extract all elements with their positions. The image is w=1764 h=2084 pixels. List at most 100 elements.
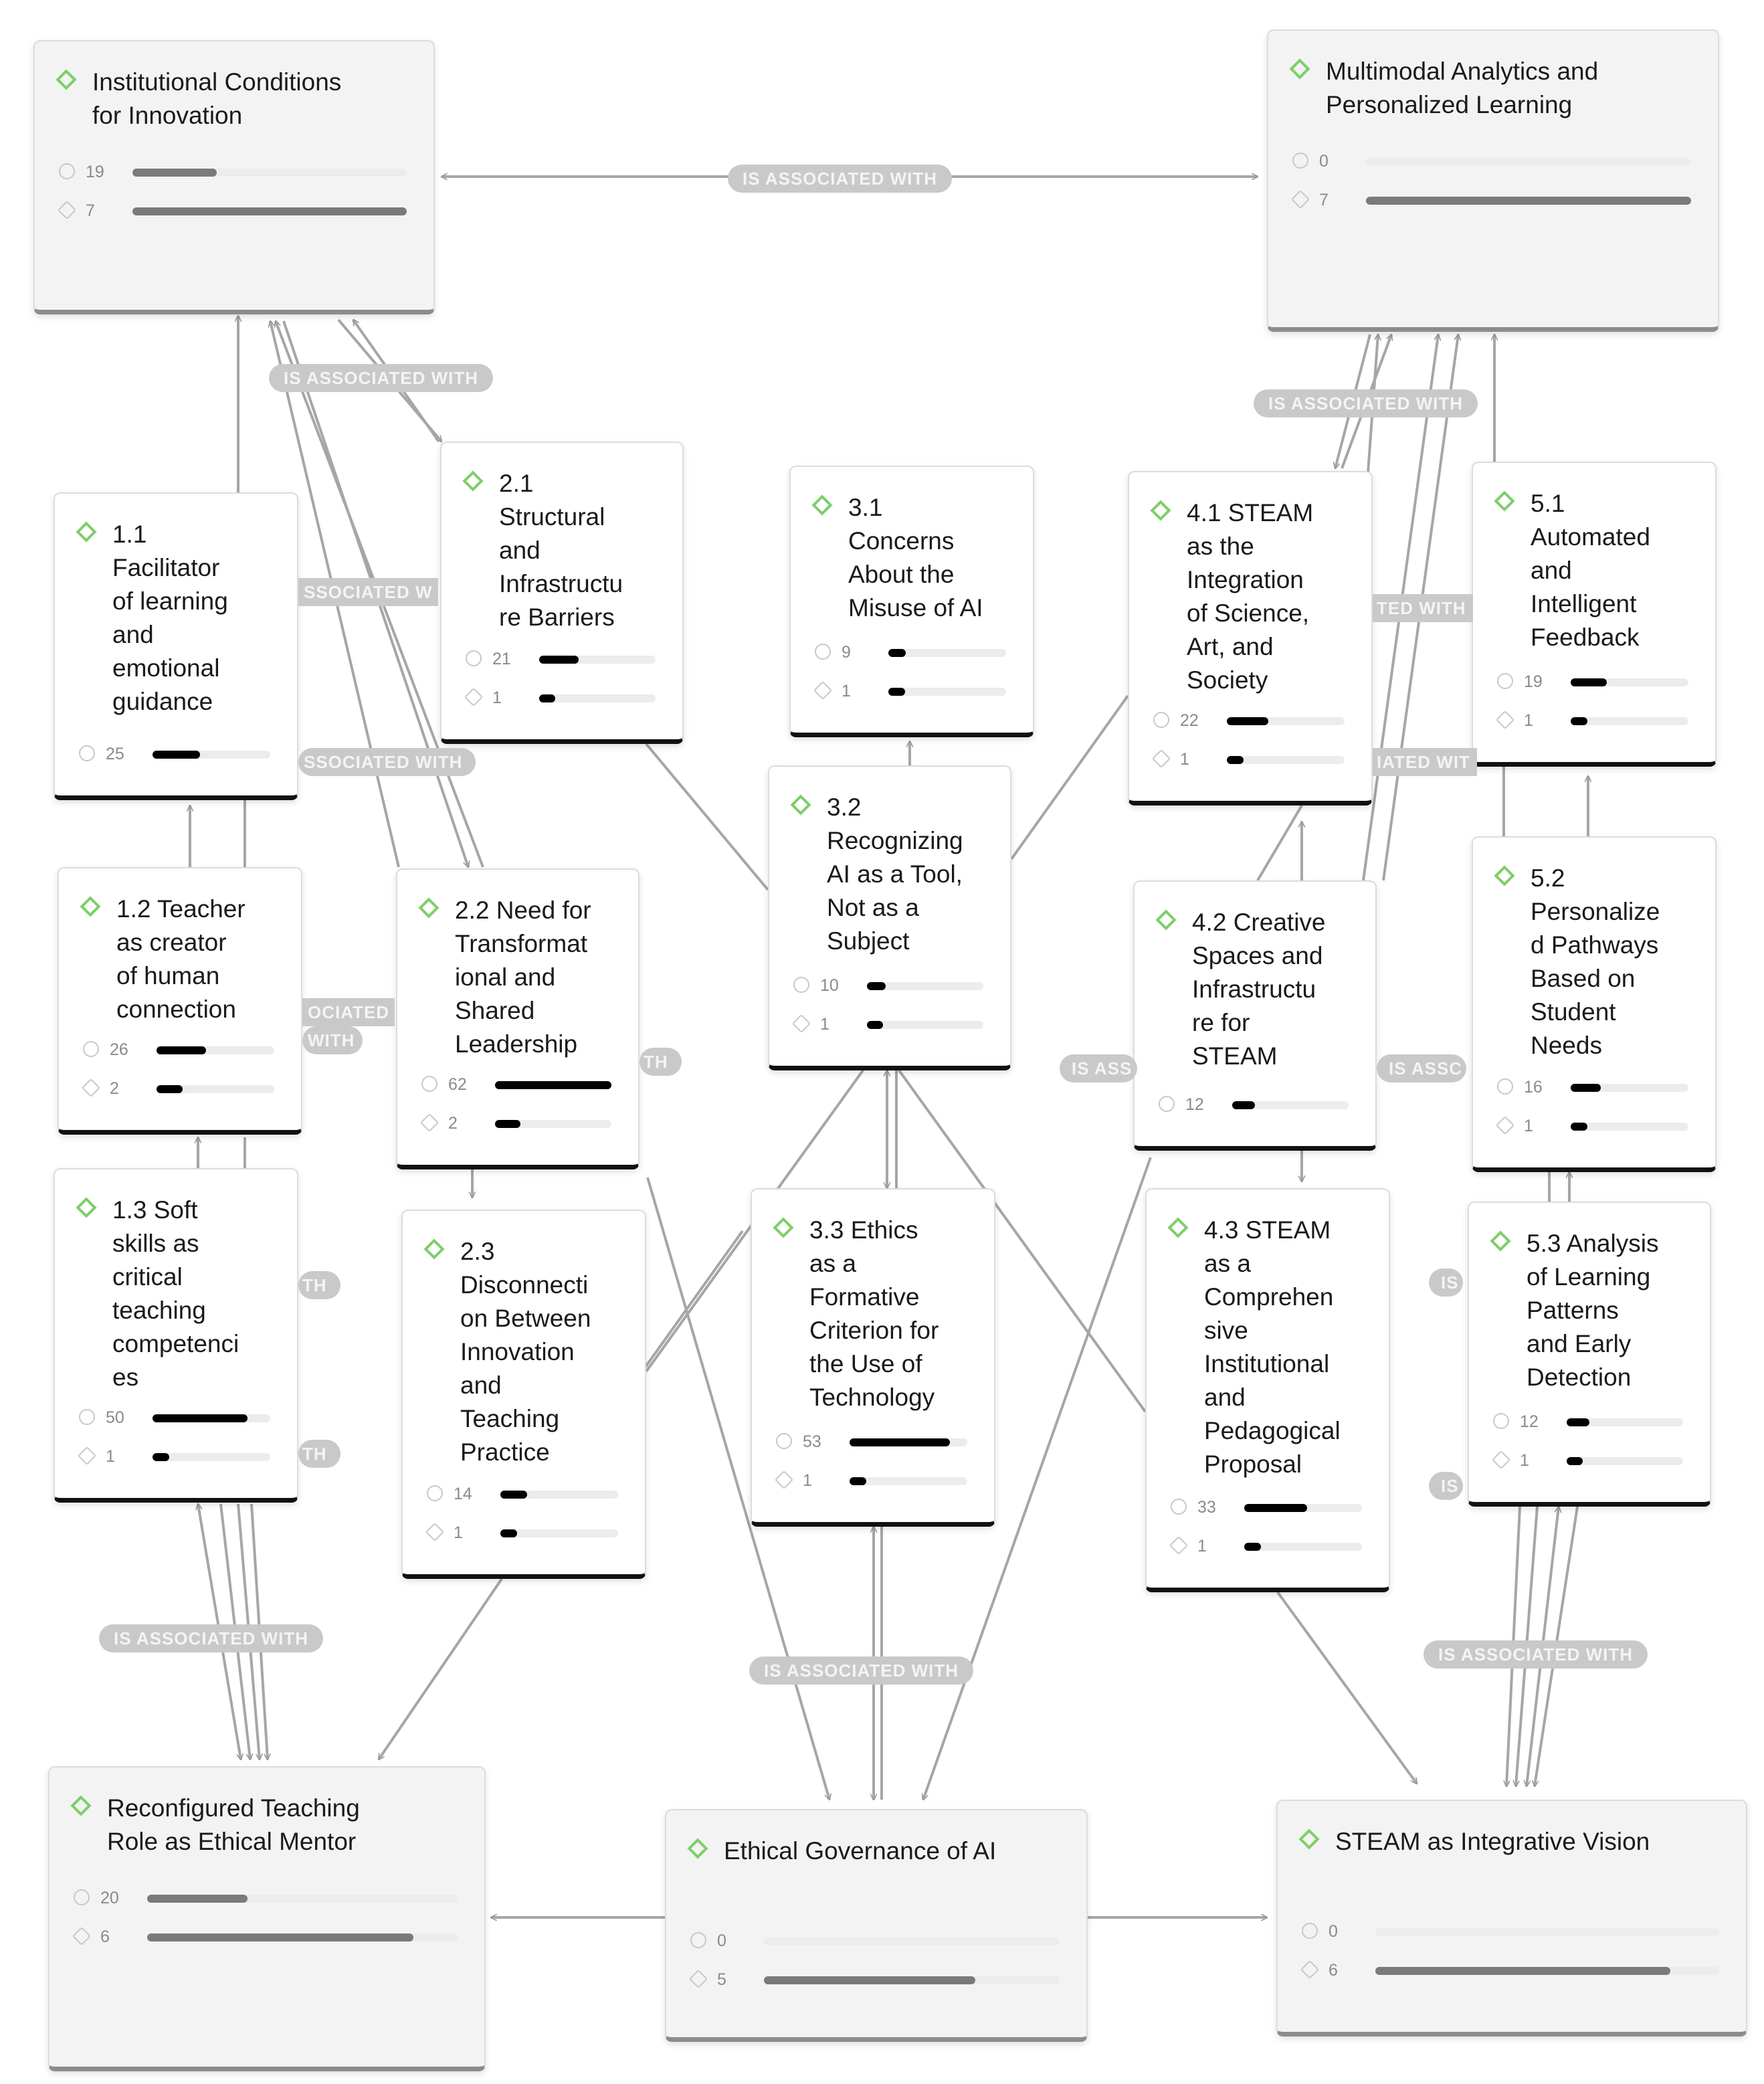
node-code[interactable]: 5.3 Analysis of Learning Patterns and Ea… — [1468, 1202, 1711, 1507]
node-title: 2.2 Need for Transformat ional and Share… — [455, 896, 591, 1058]
code-icon — [790, 794, 811, 816]
node-theme[interactable]: Multimodal Analytics and Personalized Le… — [1267, 29, 1719, 332]
node-code[interactable]: 3.3 Ethics as a Formative Criterion for … — [751, 1188, 995, 1527]
node-code[interactable]: 5.2 Personalize d Pathways Based on Stud… — [1472, 836, 1717, 1172]
density-row: 6 — [1300, 1960, 1719, 1980]
code-icon — [1494, 490, 1515, 512]
code-icon — [76, 1197, 97, 1218]
edge-label[interactable]: IS — [1429, 1268, 1463, 1297]
density-row: 2 — [419, 1113, 611, 1133]
code-group-icon — [56, 69, 77, 90]
groundedness-value: 20 — [100, 1889, 119, 1907]
density-bar-fill — [147, 1933, 413, 1941]
density-bar-fill — [153, 1453, 169, 1461]
density-bar-fill — [1571, 717, 1587, 725]
density-row: 1 — [1169, 1535, 1362, 1556]
groundedness-bar-track — [1244, 1504, 1362, 1512]
groundedness-bar-track — [539, 656, 656, 664]
node-code[interactable]: 2.1 Structural and Infrastructu re Barri… — [440, 442, 684, 744]
grounded-icon — [421, 1076, 437, 1092]
groundedness-bar-fill — [888, 649, 906, 657]
node-title: 4.2 Creative Spaces and Infrastructu re … — [1192, 909, 1326, 1070]
groundedness-bar-fill — [500, 1491, 527, 1499]
edge-label[interactable]: IS ASS — [1060, 1054, 1138, 1082]
node-code[interactable]: 1.2 Teacher as creator of human connecti… — [58, 867, 302, 1135]
edge-label[interactable]: OCIATED — [302, 998, 395, 1026]
groundedness-row: 62 — [421, 1074, 611, 1095]
grounded-icon — [466, 650, 482, 666]
code-icon — [1150, 500, 1171, 521]
node-code[interactable]: 4.2 Creative Spaces and Infrastructu re … — [1133, 880, 1377, 1151]
edge-label[interactable]: IS ASSOCIATED WITH — [99, 1624, 323, 1652]
groundedness-row: 53 — [776, 1432, 967, 1452]
density-row: 1 — [791, 1014, 983, 1034]
density-row: 2 — [81, 1078, 274, 1099]
edge-label[interactable]: IS ASSOCIATED WITH — [749, 1656, 973, 1685]
node-code[interactable]: 2.2 Need for Transformat ional and Share… — [396, 868, 640, 1169]
edge-label[interactable]: IATED WIT — [1373, 748, 1477, 776]
node-title: 5.2 Personalize d Pathways Based on Stud… — [1531, 864, 1660, 1059]
density-bar-fill — [1366, 197, 1691, 205]
groundedness-bar-fill — [539, 656, 579, 664]
node-code[interactable]: 4.3 STEAM as a Comprehen sive Institutio… — [1145, 1188, 1390, 1592]
density-bar-fill — [500, 1529, 517, 1537]
node-code[interactable]: 3.2 Recognizing AI as a Tool, Not as a S… — [768, 765, 1011, 1070]
density-bar-track — [157, 1085, 274, 1093]
node-title: Ethical Governance of AI — [724, 1837, 997, 1865]
node-code[interactable]: 4.1 STEAM as the Integration of Science,… — [1128, 471, 1373, 806]
node-code[interactable]: 2.3 Disconnecti on Between Innovation an… — [401, 1210, 646, 1579]
edge-label[interactable]: TH — [298, 1440, 340, 1468]
groundedness-row: 16 — [1497, 1077, 1688, 1097]
density-bar-track — [153, 1453, 270, 1461]
groundedness-bar-track — [153, 1414, 270, 1422]
density-value: 1 — [1524, 1117, 1533, 1135]
edge-label[interactable]: IS ASSC — [1377, 1054, 1467, 1082]
edge-label[interactable]: TH — [640, 1048, 682, 1076]
node-theme[interactable]: Reconfigured Teaching Role as Ethical Me… — [48, 1766, 486, 2071]
edge-label[interactable]: TH — [298, 1271, 340, 1299]
edge-label[interactable]: IS ASSOCIATED WITH — [728, 165, 952, 193]
groundedness-bar-track — [153, 751, 270, 759]
groundedness-row: 14 — [427, 1484, 618, 1504]
grounded-icon — [690, 1932, 706, 1948]
groundedness-bar-track — [1232, 1101, 1349, 1109]
density-icon — [1495, 1115, 1515, 1135]
density-icon — [72, 1926, 92, 1946]
edge-label[interactable]: IS — [1429, 1472, 1463, 1500]
groundedness-row: 0 — [1292, 151, 1691, 171]
edge-label[interactable]: IS ASSOCIATED WITH — [1254, 389, 1478, 417]
node-code[interactable]: 5.1 Automated and Intelligent Feedback 1… — [1472, 462, 1717, 767]
node-code[interactable]: 1.1 Facilitator of learning and emotiona… — [54, 492, 298, 800]
groundedness-value: 25 — [106, 745, 124, 763]
groundedness-row: 9 — [815, 642, 1006, 662]
density-row: 1 — [1491, 1450, 1683, 1471]
edge-label[interactable]: SSOCIATED W — [298, 578, 438, 606]
node-theme[interactable]: Institutional Conditions for Innovation … — [33, 40, 435, 314]
grounded-icon — [1159, 1096, 1175, 1112]
edge-label[interactable]: IS ASSOCIATED WITH — [269, 364, 493, 392]
grounded-icon — [427, 1485, 443, 1501]
groundedness-bar-fill — [153, 751, 200, 759]
groundedness-value: 53 — [803, 1432, 821, 1451]
node-title: 3.2 Recognizing AI as a Tool, Not as a S… — [827, 793, 963, 955]
groundedness-value: 0 — [1329, 1922, 1338, 1941]
groundedness-row: 25 — [79, 744, 270, 764]
grounded-icon — [1153, 712, 1169, 728]
edge-label[interactable]: SSOCIATED WITH — [298, 748, 476, 776]
edge-label[interactable]: WITH — [302, 1026, 363, 1054]
node-code[interactable]: 1.3 Soft skills as critical teaching com… — [54, 1168, 298, 1503]
density-bar-track — [132, 207, 407, 215]
edge-label[interactable]: IS ASSOCIATED WITH — [1424, 1640, 1648, 1669]
groundedness-value: 9 — [842, 643, 851, 662]
density-value: 1 — [106, 1447, 115, 1466]
density-bar-track — [500, 1529, 618, 1537]
groundedness-row: 10 — [793, 975, 983, 996]
edge-label[interactable]: TED WITH — [1373, 594, 1473, 622]
node-title: 4.1 STEAM as the Integration of Science,… — [1187, 499, 1314, 694]
density-icon — [688, 1969, 708, 1989]
density-icon — [1290, 189, 1310, 209]
